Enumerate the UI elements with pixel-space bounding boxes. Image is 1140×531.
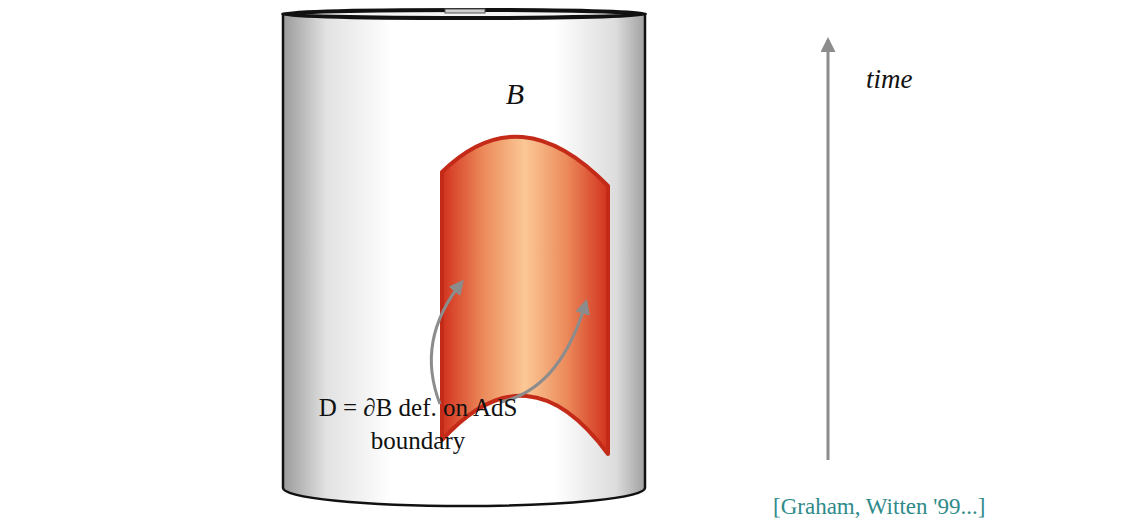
- leader-arrow: [431, 282, 462, 404]
- time-arrow: [827, 40, 830, 460]
- cylinder-top-mark: [445, 9, 485, 13]
- surface-label: B: [506, 74, 524, 113]
- cylinder-body: [283, 14, 645, 506]
- leader-arrow: [500, 302, 586, 402]
- axis-label: time: [866, 62, 913, 97]
- boundary-label: D = ∂B def. on AdS boundary: [318, 392, 518, 457]
- cylinder-top: [283, 10, 645, 18]
- citation: [Graham, Witten '99...]: [773, 492, 985, 522]
